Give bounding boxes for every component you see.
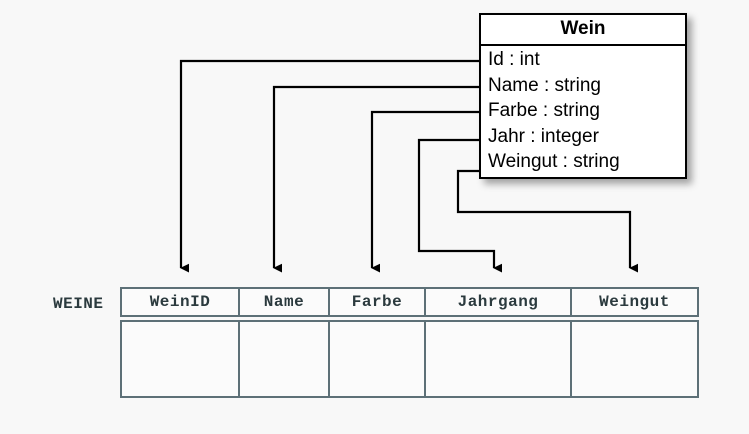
- column-header-name[interactable]: Name: [240, 289, 330, 315]
- connector-name-to-name: [272, 85, 480, 273]
- connector-weingut-to-weingut: [456, 169, 638, 273]
- table-row: [120, 320, 699, 398]
- table-cell-weingut[interactable]: [572, 322, 697, 396]
- table-cell-name[interactable]: [240, 322, 330, 396]
- table-cell-jahrgang[interactable]: [426, 322, 572, 396]
- column-header-weingut[interactable]: Weingut: [599, 293, 670, 311]
- table-cell-farbe[interactable]: [330, 322, 426, 396]
- uml-attribute-id: Id : int: [488, 49, 540, 70]
- relation-name-label: WEINE: [53, 295, 104, 313]
- table-header-row: WeinID Name Farbe Jahrgang Weingut: [120, 287, 699, 317]
- column-header-weinid[interactable]: WeinID: [122, 289, 240, 315]
- uml-attribute-farbe: Farbe : string: [488, 100, 600, 121]
- relational-table: WeinID Name Farbe Jahrgang Weingut: [120, 287, 699, 398]
- connector-id-to-weinid: [179, 59, 480, 273]
- column-header-jahrgang[interactable]: Jahrgang: [426, 289, 572, 315]
- uml-attribute-list: Id : int Name : string Farbe : string Ja…: [481, 46, 685, 177]
- uml-attribute-weingut: Weingut : string: [488, 151, 620, 172]
- uml-class-box[interactable]: Wein Id : int Name : string Farbe : stri…: [479, 13, 687, 179]
- uml-attribute-name: Name : string: [488, 74, 601, 96]
- uml-attribute-jahr: Jahr : integer: [488, 125, 599, 147]
- column-header-farbe[interactable]: Farbe: [330, 289, 426, 315]
- connector-farbe-to-farbe: [370, 110, 480, 273]
- table-cell-weinid[interactable]: [122, 322, 240, 396]
- uml-class-name: Wein: [481, 15, 685, 46]
